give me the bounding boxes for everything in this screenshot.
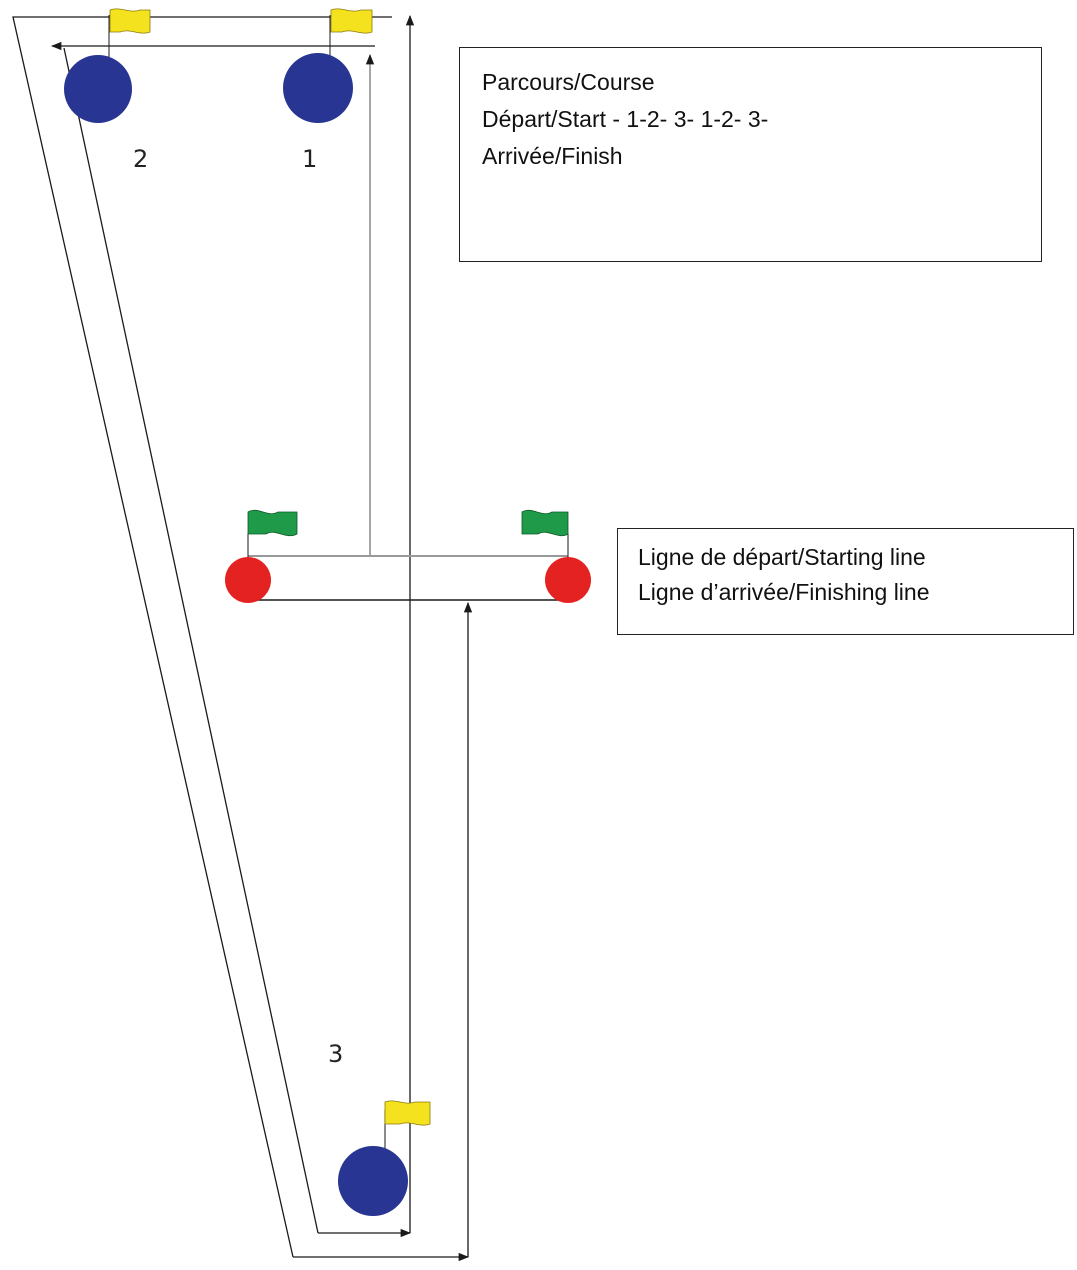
mark-1-flag: [330, 8, 373, 34]
mark-3-buoy: [338, 1100, 431, 1216]
course-finish: Arrivée/Finish: [482, 143, 623, 169]
mark-2-label: 2: [133, 145, 149, 173]
starting-line-label: Ligne de départ/Starting line: [638, 544, 926, 570]
mark-3-label: 3: [328, 1040, 344, 1068]
left-start-buoy: [225, 509, 298, 603]
mark-1-buoy: [283, 8, 373, 123]
course-title: Parcours/Course: [482, 69, 655, 95]
mark-2-flag: [109, 8, 151, 34]
mark-1-label: 1: [302, 145, 318, 173]
mark-3-flag: [384, 1100, 431, 1126]
outer-course-path: [12, 16, 473, 1262]
left-start-flag: [247, 509, 298, 537]
finishing-line-label: Ligne d’arrivée/Finishing line: [638, 579, 930, 605]
inner-course-path: [50, 41, 412, 1238]
course-description-box: Parcours/Course Départ/Start - 1-2- 3- 1…: [459, 47, 1042, 262]
right-start-buoy: [521, 509, 591, 603]
start-finish-line-box: Ligne de départ/Starting line Ligne d’ar…: [617, 528, 1074, 635]
mark-2-buoy: [64, 8, 151, 123]
course-sequence: Départ/Start - 1-2- 3- 1-2- 3-: [482, 106, 769, 132]
right-start-flag: [521, 509, 569, 537]
